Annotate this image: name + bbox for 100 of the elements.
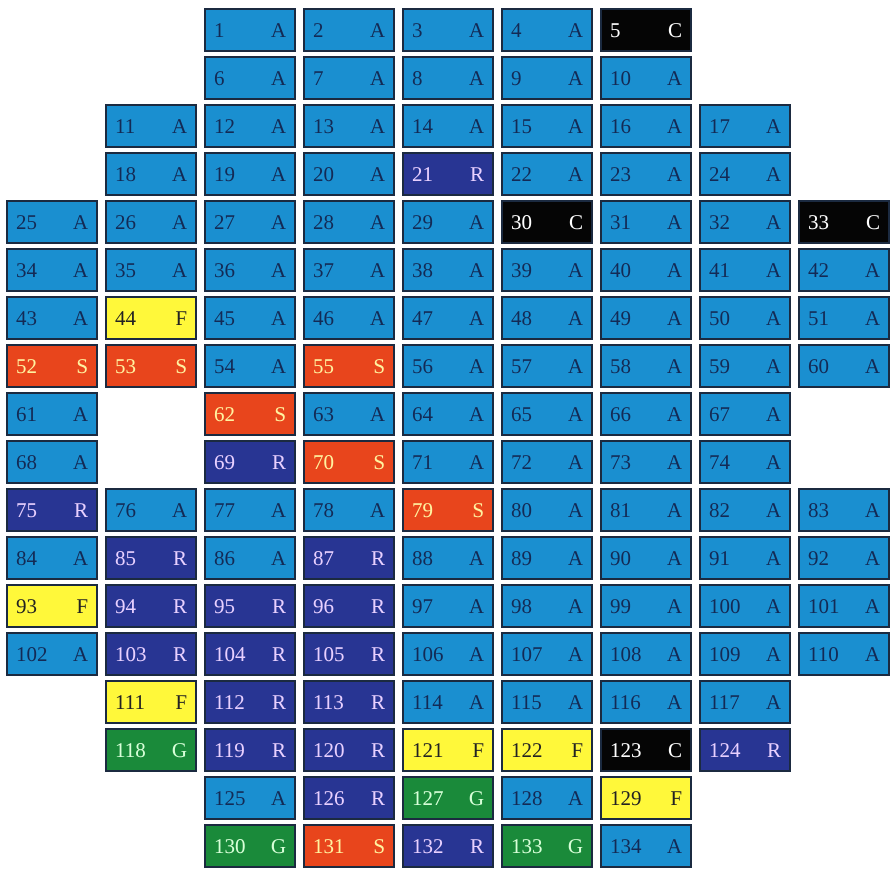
grid-cell xyxy=(402,440,494,484)
grid-cell xyxy=(699,344,791,388)
cell-number: 130 xyxy=(214,834,246,858)
grid-cell xyxy=(105,152,197,196)
cell-code: A xyxy=(568,690,583,714)
grid-cell xyxy=(699,200,791,244)
cell-number: 8 xyxy=(412,66,422,90)
grid-cell xyxy=(402,824,494,868)
cell-code: S xyxy=(274,402,286,426)
cell-number: 122 xyxy=(511,738,542,762)
cell-number: 54 xyxy=(214,354,235,378)
grid-cell xyxy=(600,632,692,676)
grid-cell xyxy=(204,536,296,580)
grid-cell xyxy=(402,296,494,340)
cell-number: 93 xyxy=(16,594,37,618)
cell-number: 92 xyxy=(808,546,829,570)
cell-code: A xyxy=(270,354,286,378)
cell-code: R xyxy=(272,450,286,474)
grid-cell xyxy=(501,440,593,484)
cell-number: 126 xyxy=(313,786,344,810)
cell-code: R xyxy=(370,786,385,810)
grid-cell xyxy=(402,248,494,292)
grid-cell xyxy=(204,728,296,772)
cell-code: A xyxy=(468,18,484,42)
grid-cell xyxy=(402,200,494,244)
cell-code: A xyxy=(568,642,583,666)
cell-number: 90 xyxy=(610,546,631,570)
cell-number: 76 xyxy=(115,498,136,522)
grid-cell xyxy=(501,152,593,196)
cell-code: A xyxy=(766,450,781,474)
grid-cell xyxy=(105,536,197,580)
cell-number: 103 xyxy=(115,642,146,666)
cell-code: A xyxy=(172,498,187,522)
grid-cell xyxy=(204,344,296,388)
cell-code: A xyxy=(172,210,187,234)
grid-cell xyxy=(600,8,692,52)
cell-code: A xyxy=(666,258,682,282)
cell-code: A xyxy=(270,162,286,186)
cell-code: A xyxy=(370,210,385,234)
cell-code: A xyxy=(172,258,187,282)
cell-code: A xyxy=(370,162,385,186)
grid-cell xyxy=(303,440,395,484)
grid-cell xyxy=(6,584,98,628)
cell-number: 89 xyxy=(511,546,532,570)
cell-number: 114 xyxy=(412,690,443,714)
cell-code: A xyxy=(270,306,286,330)
cell-number: 106 xyxy=(412,642,444,666)
cell-code: A xyxy=(766,642,781,666)
cell-code: A xyxy=(766,354,781,378)
cell-code: F xyxy=(670,786,682,810)
grid-cell xyxy=(105,296,197,340)
cell-code: A xyxy=(666,354,682,378)
grid-cell xyxy=(204,392,296,436)
cell-number: 14 xyxy=(412,114,433,138)
grid-cell xyxy=(402,152,494,196)
grid-cell xyxy=(600,584,692,628)
cell-number: 121 xyxy=(412,738,444,762)
cell-code: A xyxy=(864,546,880,570)
grid-cell xyxy=(798,296,890,340)
cell-code: A xyxy=(468,210,484,234)
grid-cell xyxy=(204,488,296,532)
cell-number: 66 xyxy=(610,402,631,426)
cell-number: 1 xyxy=(214,18,224,42)
cell-code: A xyxy=(568,498,583,522)
cell-code: A xyxy=(468,690,484,714)
cell-number: 9 xyxy=(511,66,522,90)
cell-code: A xyxy=(666,306,682,330)
cell-code: R xyxy=(470,162,484,186)
cell-code: A xyxy=(72,306,88,330)
grid-cell xyxy=(204,824,296,868)
cell-number: 75 xyxy=(16,498,37,522)
cell-number: 118 xyxy=(115,738,146,762)
cell-code: A xyxy=(666,450,682,474)
cell-number: 134 xyxy=(610,834,642,858)
cell-number: 25 xyxy=(16,210,37,234)
cell-code: R xyxy=(172,546,187,570)
cell-number: 64 xyxy=(412,402,433,426)
grid-cell xyxy=(501,296,593,340)
grid-cell xyxy=(204,440,296,484)
cell-number: 97 xyxy=(412,594,433,618)
cell-number: 12 xyxy=(214,114,235,138)
cell-code: A xyxy=(864,498,880,522)
cell-number: 132 xyxy=(412,834,444,858)
cell-number: 53 xyxy=(115,354,136,378)
cell-code: A xyxy=(370,402,385,426)
grid-cell xyxy=(798,536,890,580)
grid-cell xyxy=(600,440,692,484)
cell-number: 20 xyxy=(313,162,334,186)
grid-cell xyxy=(699,632,791,676)
grid-cell xyxy=(699,536,791,580)
cell-code: R xyxy=(370,642,385,666)
cell-number: 51 xyxy=(808,306,829,330)
cell-number: 116 xyxy=(610,690,641,714)
grid-cell xyxy=(6,536,98,580)
cell-code: S xyxy=(373,354,385,378)
grid-cell xyxy=(402,536,494,580)
grid-cell xyxy=(501,680,593,724)
grid-cell xyxy=(402,104,494,148)
cell-code: C xyxy=(568,210,583,234)
grid-cell xyxy=(303,248,395,292)
